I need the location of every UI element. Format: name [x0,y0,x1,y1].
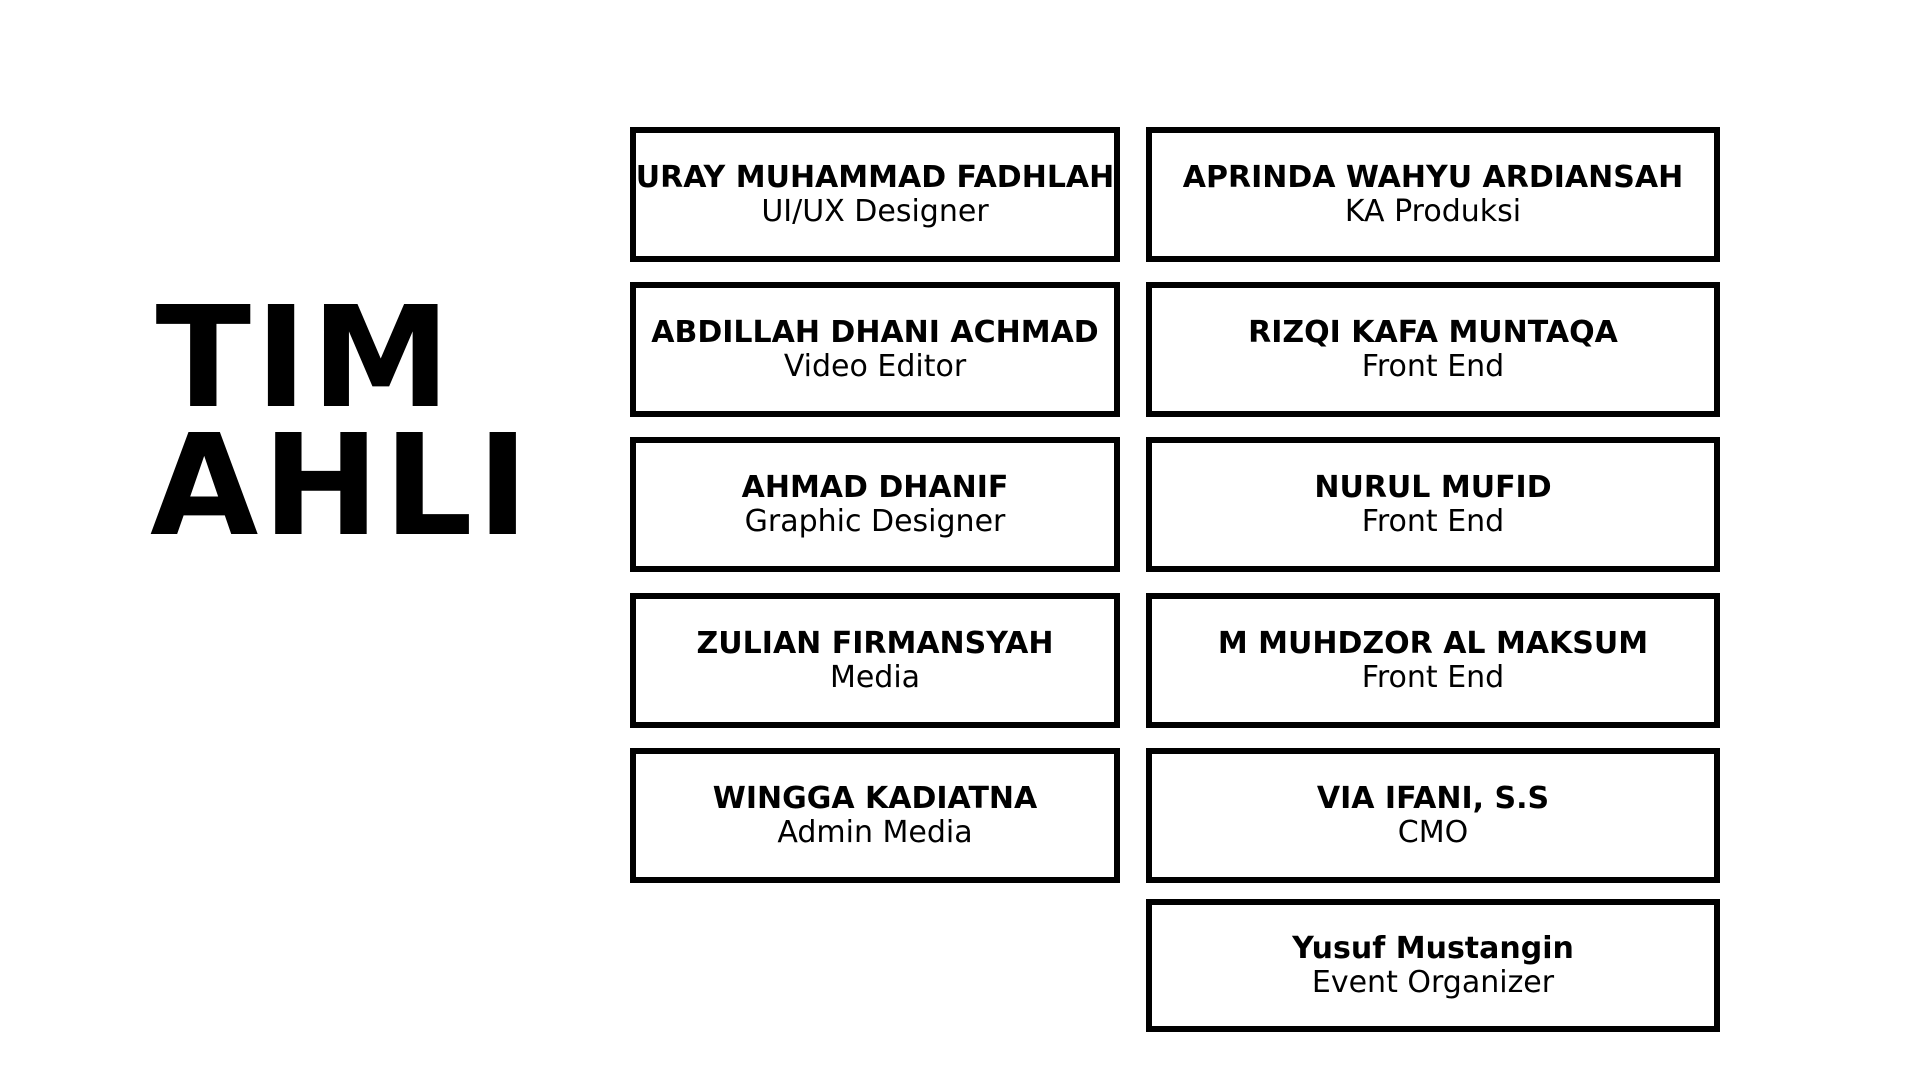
member-role: Front End [1361,659,1505,695]
member-name: VIA IFANI, S.S [1316,780,1550,816]
member-card: URAY MUHAMMAD FADHLAH UI/UX Designer [630,127,1120,262]
title-line-1: TIM [155,277,455,440]
member-name: NURUL MUFID [1314,469,1552,505]
member-name: ABDILLAH DHANI ACHMAD [651,314,1099,350]
member-role: Event Organizer [1311,964,1555,1000]
member-card: ZULIAN FIRMANSYAH Media [630,593,1120,728]
member-role: Front End [1361,503,1505,539]
member-name: Yusuf Mustangin [1292,930,1574,966]
member-card: AHMAD DHANIF Graphic Designer [630,437,1120,572]
member-name: APRINDA WAHYU ARDIANSAH [1182,159,1684,195]
member-name: M MUHDZOR AL MAKSUM [1217,625,1649,661]
member-name: URAY MUHAMMAD FADHLAH [635,159,1115,195]
member-card: Yusuf Mustangin Event Organizer [1146,899,1720,1032]
member-role: UI/UX Designer [761,193,989,229]
member-name: RIZQI KAFA MUNTAQA [1248,314,1618,350]
page-title: TIM AHLI [150,277,533,568]
member-name: ZULIAN FIRMANSYAH [696,625,1054,661]
member-role: Front End [1361,348,1505,384]
member-card: WINGGA KADIATNA Admin Media [630,748,1120,883]
member-role: CMO [1397,814,1469,850]
title-line-2: AHLI [150,405,533,568]
member-role: KA Produksi [1344,193,1522,229]
member-role: Media [829,659,921,695]
member-role: Video Editor [783,348,967,384]
member-name: AHMAD DHANIF [741,469,1009,505]
member-name: WINGGA KADIATNA [712,780,1038,816]
member-card: NURUL MUFID Front End [1146,437,1720,572]
member-card: VIA IFANI, S.S CMO [1146,748,1720,883]
member-role: Admin Media [777,814,973,850]
member-card: APRINDA WAHYU ARDIANSAH KA Produksi [1146,127,1720,262]
member-card: M MUHDZOR AL MAKSUM Front End [1146,593,1720,728]
member-card: RIZQI KAFA MUNTAQA Front End [1146,282,1720,417]
member-role: Graphic Designer [744,503,1006,539]
member-card: ABDILLAH DHANI ACHMAD Video Editor [630,282,1120,417]
